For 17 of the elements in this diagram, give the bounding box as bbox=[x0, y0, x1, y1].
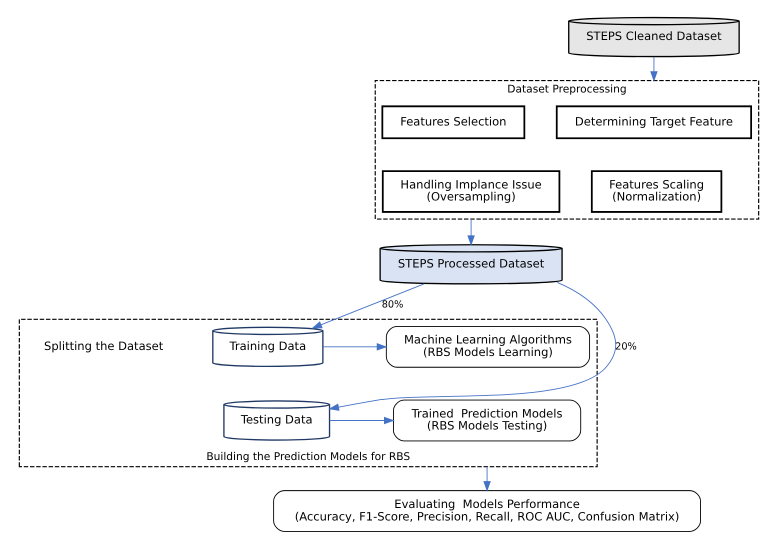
node-box: Features Scaling (Normalization) bbox=[590, 170, 722, 213]
edge-label: 20% bbox=[615, 341, 637, 352]
node-box: Features Selection bbox=[381, 105, 526, 140]
arrow bbox=[322, 343, 388, 351]
arrow bbox=[311, 283, 424, 329]
arrow bbox=[328, 282, 616, 411]
arrow bbox=[650, 56, 658, 82]
node-box: Trained Prediction Models (RBS Models Testing) bbox=[393, 400, 582, 442]
node-box: Handling Implance Issue (Oversampling) bbox=[382, 170, 560, 213]
arrow bbox=[329, 416, 395, 424]
arrow bbox=[467, 218, 475, 246]
edge-label: 80% bbox=[382, 300, 404, 311]
node-box: Machine Learning Algorithms (RBS Models Learning) bbox=[386, 326, 590, 368]
arrow bbox=[483, 466, 491, 492]
node-box: Determining Target Feature bbox=[556, 105, 752, 140]
label: Splitting the Dataset bbox=[44, 338, 164, 353]
node-box: Evaluating Models Performance (Accuracy, F1-Score, Precision, Recall, ROC AUC, Confusion Matrix) bbox=[273, 490, 701, 532]
